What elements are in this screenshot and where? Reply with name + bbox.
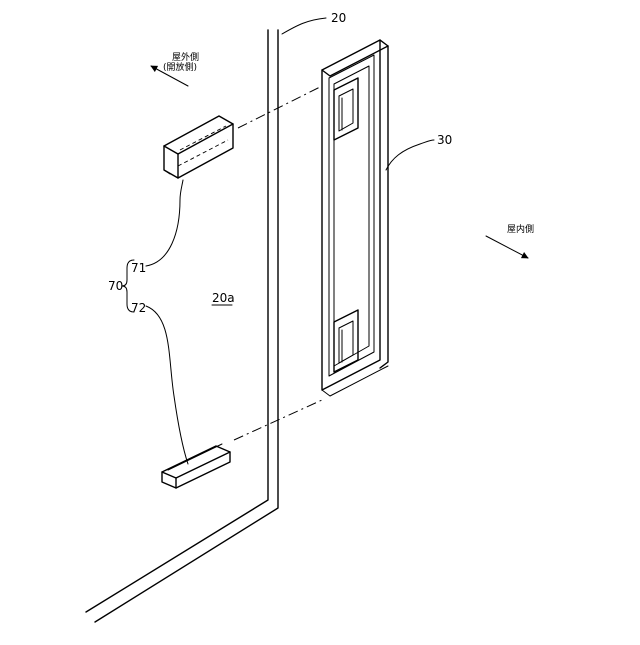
outdoor-direction: 屋外側 (開放側) — [151, 51, 199, 86]
lower-bracket-label: 72 — [131, 301, 146, 315]
upper-bracket-label: 71 — [131, 261, 146, 275]
indoor-direction: 屋内側 — [486, 223, 534, 258]
wall-face-callout: 20a — [212, 291, 235, 305]
upper-bracket — [164, 116, 233, 178]
wall-face-label: 20a — [212, 291, 235, 305]
outdoor-label: 屋外側 — [172, 51, 199, 63]
frame-callout: 30 — [386, 133, 452, 170]
indoor-label: 屋内側 — [507, 223, 534, 235]
wall-panel — [86, 30, 278, 622]
assembly-label: 70 — [108, 279, 123, 293]
frame-label: 30 — [437, 133, 452, 147]
lower-bracket — [162, 444, 230, 488]
assembly-callout: 70 71 72 — [108, 180, 188, 464]
wall-callout: 20 — [282, 11, 346, 34]
indoor-arrow-icon — [486, 236, 528, 258]
wall-label: 20 — [331, 11, 346, 25]
frame-panel — [322, 40, 388, 396]
outdoor-sublabel: (開放側) — [163, 61, 197, 73]
